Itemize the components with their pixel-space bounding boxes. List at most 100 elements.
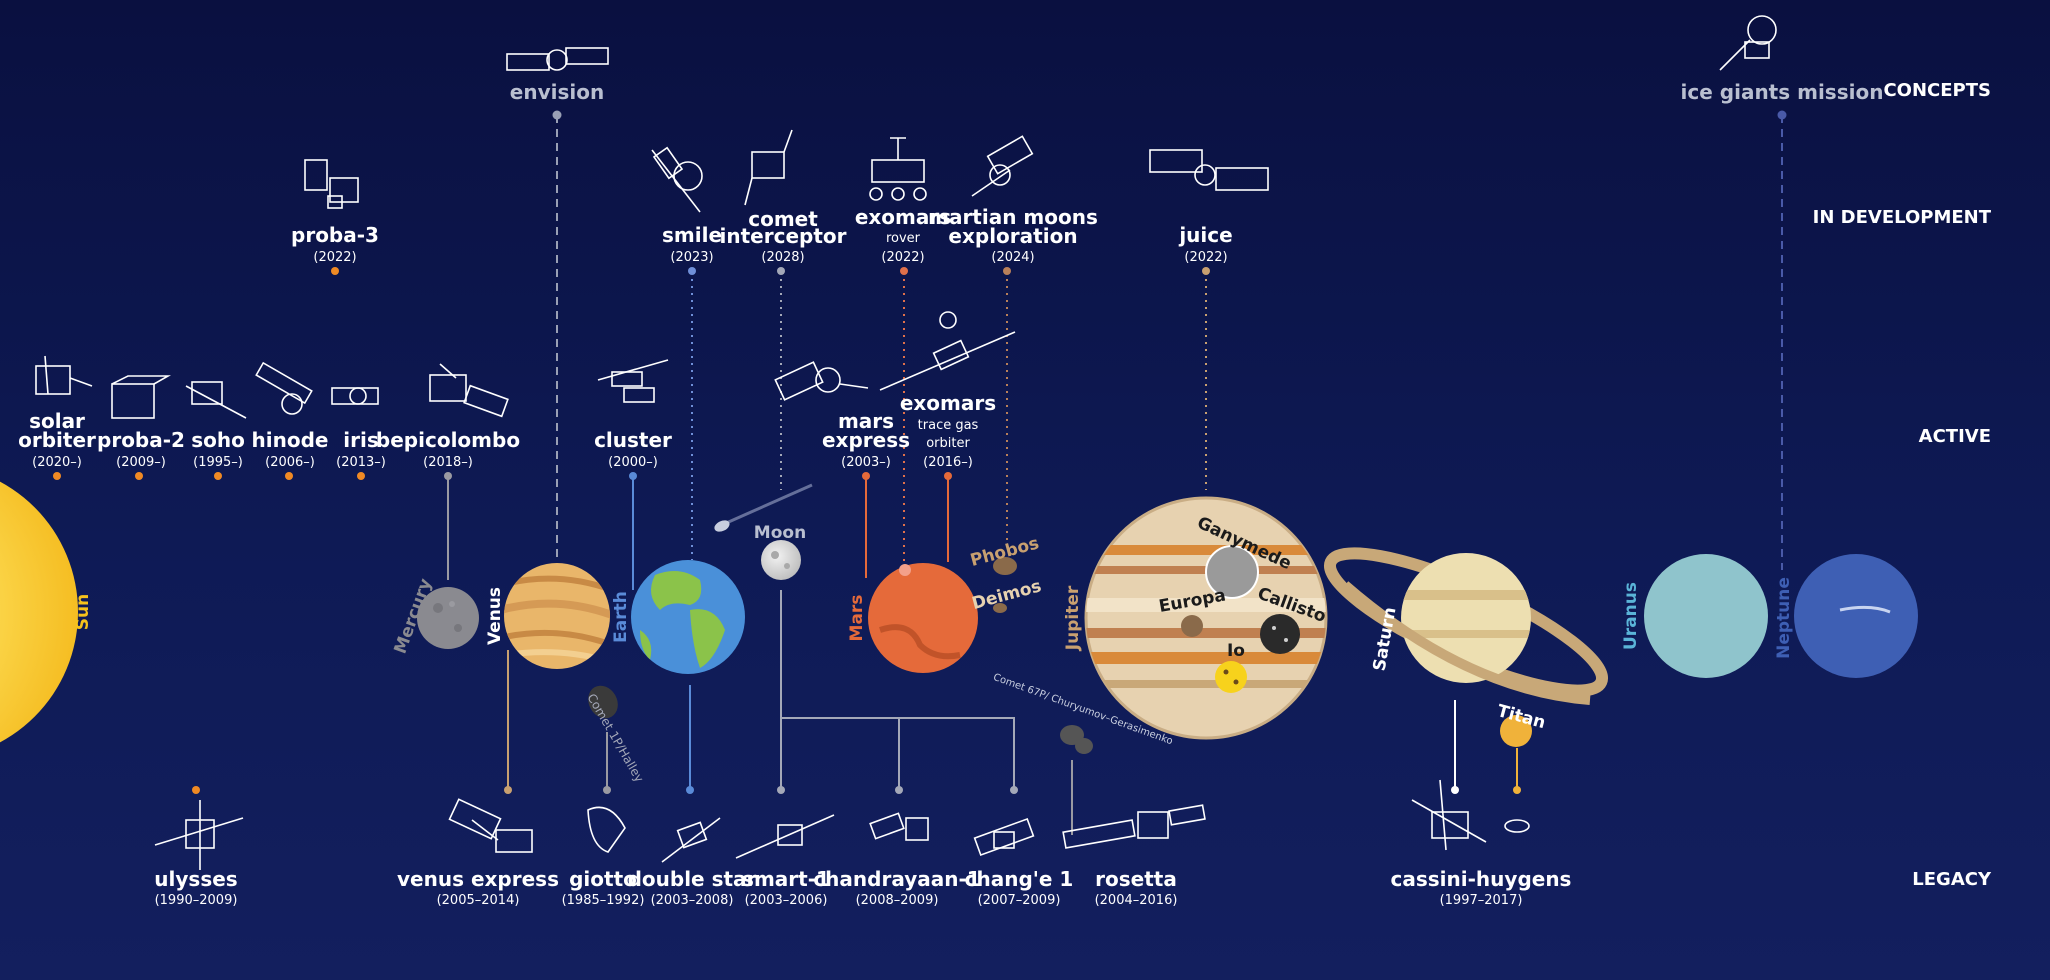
- cassini-huygens-craft-icon: [1411, 779, 1530, 851]
- iris-craft-icon: [331, 387, 379, 405]
- mission-venus-express-year: (2005–2014): [437, 893, 520, 908]
- mission-smile-name: smile: [662, 223, 722, 247]
- ganymede-body: [1205, 545, 1259, 599]
- double-star-craft-icon: [661, 817, 721, 863]
- mars-express-craft-icon: [774, 361, 869, 401]
- dot-ulysses: [192, 786, 200, 794]
- mission-soho-year: (1995–): [193, 455, 243, 470]
- solar-orbiter-craft-icon: [35, 355, 93, 395]
- change-1-craft-icon: [973, 817, 1035, 857]
- saturn: Saturn: [1324, 547, 1608, 705]
- mercury: Mercury: [390, 576, 479, 657]
- jupiter-label: Jupiter: [1063, 585, 1083, 651]
- exomars-rover-craft-icon: [869, 137, 927, 201]
- smile-craft-icon: [651, 146, 703, 213]
- dot-proba-2: [135, 472, 143, 480]
- phobos-deimos: Phobos Deimos: [968, 533, 1043, 614]
- dot-double-star: [686, 786, 694, 794]
- mission-mars-express-name2: express: [822, 428, 910, 452]
- dot-solar-orbiter: [53, 472, 61, 480]
- mission-hinode-year: (2006–): [265, 455, 315, 470]
- spacecraft-icons: [35, 15, 1777, 870]
- tier-label-active: ACTIVE: [1918, 426, 1991, 447]
- venus-express-craft-icon: [448, 798, 533, 853]
- callisto-body: [1260, 614, 1300, 654]
- venus-body: [504, 563, 610, 669]
- mission-cluster-year: (2000–): [608, 455, 658, 470]
- smart-1-craft-icon: [735, 814, 835, 859]
- hinode-craft-icon: [255, 361, 313, 415]
- mission-solar-orbiter-name: solar: [29, 409, 85, 433]
- rosetta-craft-icon: [1062, 804, 1206, 849]
- uranus-label: Uranus: [1621, 582, 1641, 650]
- mission-mars-express-year: (2003–): [841, 455, 891, 470]
- soho-craft-icon: [185, 381, 247, 419]
- comet-streak: [714, 483, 813, 532]
- io-body: [1215, 661, 1247, 693]
- dot-hinode: [285, 472, 293, 480]
- mission-change-1-name: chang'e 1: [965, 867, 1074, 891]
- dot-cluster: [629, 472, 637, 480]
- legacy-missions: ulysses (1990–2009) venus express (2005–…: [154, 867, 1571, 908]
- mission-hinode-name: hinode: [252, 428, 329, 452]
- mission-exomars-rover-name: exomars: [855, 205, 951, 229]
- dot-huygens: [1513, 786, 1521, 794]
- saturn-ring-front: [1341, 581, 1591, 705]
- ice-giants-craft-icon: [1719, 15, 1777, 71]
- uranus: Uranus: [1621, 554, 1768, 678]
- dot-venus-express: [504, 786, 512, 794]
- mission-juice-year: (2022): [1184, 250, 1227, 265]
- giotto-craft-icon: [587, 806, 626, 853]
- mission-juice-name: juice: [1178, 223, 1232, 247]
- mission-giotto-year: (1985–1992): [562, 893, 645, 908]
- mission-mmx-year: (2024): [991, 250, 1034, 265]
- proba-2-craft-icon: [111, 375, 172, 419]
- mission-bepicolombo-name: bepicolombo: [376, 428, 520, 452]
- earth: Earth: [611, 560, 745, 674]
- dot-change-1: [1010, 786, 1018, 794]
- mission-ice-giants-name: ice giants mission: [1681, 80, 1884, 104]
- bepicolombo-craft-icon: [429, 363, 509, 418]
- phobos-body: [993, 557, 1017, 575]
- chandrayaan-craft-icon: [869, 812, 929, 841]
- mission-rosetta-name: rosetta: [1095, 867, 1177, 891]
- earth-label: Earth: [611, 591, 631, 643]
- dot-envision: [552, 110, 562, 120]
- dot-juice: [1202, 267, 1210, 275]
- jupiter: Jupiter Ganymede Europa Callisto Io: [1063, 496, 1329, 740]
- io-label: Io: [1227, 641, 1245, 661]
- mission-proba-3-name: proba-3: [291, 223, 379, 247]
- europa-body: [1181, 615, 1203, 637]
- mission-comet-interceptor-name2: interceptor: [720, 224, 847, 248]
- titan-body: [1500, 715, 1532, 747]
- mercury-body: [417, 587, 479, 649]
- mission-envision-name: envision: [510, 80, 604, 104]
- mission-smart-1-year: (2003–2006): [745, 893, 828, 908]
- mission-venus-express-name: venus express: [397, 867, 559, 891]
- mission-mmx-name2: exploration: [948, 224, 1077, 248]
- mission-comet-interceptor-year: (2028): [761, 250, 804, 265]
- dot-exomars-rover: [900, 267, 908, 275]
- mission-proba-3-year: (2022): [313, 250, 356, 265]
- dot-smile: [688, 267, 696, 275]
- comet-interceptor-craft-icon: [744, 129, 793, 206]
- mission-double-star-year: (2003–2008): [651, 893, 734, 908]
- mission-iris-name: iris: [343, 428, 378, 452]
- tgo-craft-icon: [879, 311, 1016, 391]
- dot-tgo: [944, 472, 952, 480]
- envision-craft-icon: [506, 47, 609, 71]
- mars-body: [868, 563, 978, 673]
- mission-tgo-name: exomars: [900, 391, 996, 415]
- mission-tgo-sub2: orbiter: [926, 436, 970, 451]
- proba-3-craft-icon: [304, 159, 359, 209]
- dot-iris: [357, 472, 365, 480]
- mission-double-star-name: double star: [628, 867, 757, 891]
- mission-exomars-rover-year: (2022): [881, 250, 924, 265]
- mission-chandrayaan-1-name: chandrayaan-1: [813, 867, 980, 891]
- mission-proba-2-name: proba-2: [97, 428, 185, 452]
- dot-smart-1: [777, 786, 785, 794]
- neptune-body: [1794, 554, 1918, 678]
- tier-label-in-development: IN DEVELOPMENT: [1812, 207, 1991, 228]
- sun: Sun: [0, 481, 93, 743]
